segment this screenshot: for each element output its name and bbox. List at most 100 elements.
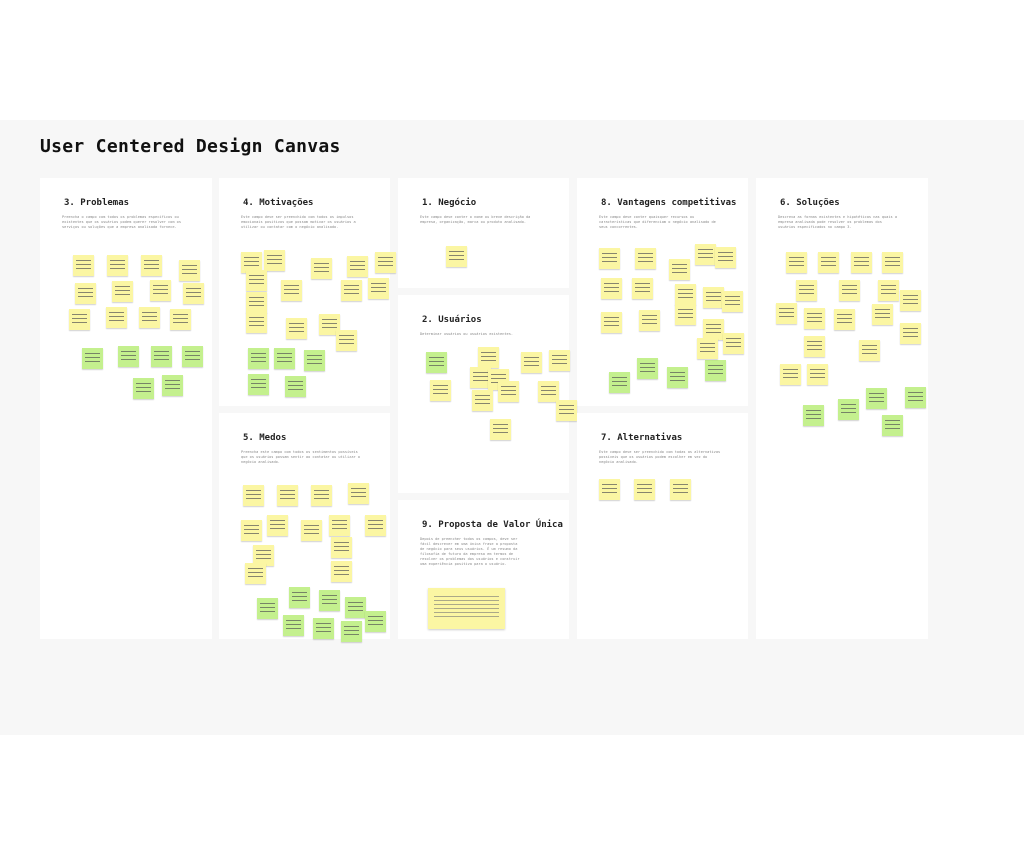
sticky-note-green[interactable] — [285, 376, 306, 397]
sticky-note-yellow[interactable] — [872, 304, 893, 325]
sticky-note-yellow[interactable] — [245, 563, 266, 584]
sticky-note-yellow[interactable] — [341, 280, 362, 301]
panel-usuarios[interactable]: 2. Usuários Determinar usuários ou usuár… — [398, 295, 577, 493]
sticky-note-yellow[interactable] — [796, 280, 817, 301]
sticky-note-green[interactable] — [426, 352, 447, 373]
sticky-note-yellow[interactable] — [675, 284, 696, 305]
sticky-note-green[interactable] — [257, 598, 278, 619]
sticky-note-yellow[interactable] — [703, 319, 724, 340]
sticky-note-yellow[interactable] — [634, 479, 655, 500]
sticky-note-yellow[interactable] — [723, 333, 744, 354]
panel-problemas[interactable]: 3. Problemas Preencha o campo com todos … — [40, 178, 212, 639]
sticky-note-yellow[interactable] — [878, 280, 899, 301]
sticky-note-yellow[interactable] — [834, 309, 855, 330]
sticky-note-yellow[interactable] — [601, 278, 622, 299]
sticky-note-yellow[interactable] — [75, 283, 96, 304]
value-proposition-sticky-note[interactable] — [428, 588, 505, 629]
sticky-note-yellow[interactable] — [336, 330, 357, 351]
sticky-note-yellow[interactable] — [253, 545, 274, 566]
sticky-note-yellow[interactable] — [695, 244, 716, 265]
sticky-note-yellow[interactable] — [839, 280, 860, 301]
sticky-note-yellow[interactable] — [243, 485, 264, 506]
sticky-note-yellow[interactable] — [365, 515, 386, 536]
panel-alternativas[interactable]: 7. Alternativas Este campo deve ser pree… — [577, 413, 748, 639]
sticky-note-yellow[interactable] — [139, 307, 160, 328]
sticky-note-yellow[interactable] — [900, 323, 921, 344]
sticky-note-yellow[interactable] — [267, 515, 288, 536]
sticky-note-yellow[interactable] — [786, 252, 807, 273]
panel-proposta-valor-unica[interactable]: 9. Proposta de Valor Única Depois de pre… — [398, 500, 569, 639]
sticky-note-yellow[interactable] — [470, 367, 491, 388]
sticky-note-yellow[interactable] — [632, 278, 653, 299]
sticky-note-green[interactable] — [341, 621, 362, 642]
sticky-note-yellow[interactable] — [599, 479, 620, 500]
sticky-note-yellow[interactable] — [246, 270, 267, 291]
sticky-note-yellow[interactable] — [807, 364, 828, 385]
sticky-note-green[interactable] — [803, 405, 824, 426]
sticky-note-yellow[interactable] — [639, 310, 660, 331]
sticky-note-green[interactable] — [151, 346, 172, 367]
sticky-note-yellow[interactable] — [311, 258, 332, 279]
sticky-note-green[interactable] — [667, 367, 688, 388]
panel-motivacoes[interactable]: 4. Motivações Este campo deve ser preenc… — [219, 178, 396, 406]
sticky-note-yellow[interactable] — [319, 314, 340, 335]
sticky-note-yellow[interactable] — [241, 252, 262, 273]
sticky-note-yellow[interactable] — [478, 347, 499, 368]
sticky-note-yellow[interactable] — [818, 252, 839, 273]
sticky-note-yellow[interactable] — [859, 340, 880, 361]
sticky-note-yellow[interactable] — [521, 352, 542, 373]
sticky-note-green[interactable] — [304, 350, 325, 371]
panel-vantagens-competitivas[interactable]: 8. Vantagens competitivas Este campo dev… — [577, 178, 748, 406]
sticky-note-green[interactable] — [283, 615, 304, 636]
sticky-note-green[interactable] — [866, 388, 887, 409]
sticky-note-yellow[interactable] — [264, 250, 285, 271]
sticky-note-green[interactable] — [637, 358, 658, 379]
sticky-note-yellow[interactable] — [347, 256, 368, 277]
sticky-note-yellow[interactable] — [331, 537, 352, 558]
sticky-note-yellow[interactable] — [183, 283, 204, 304]
sticky-note-green[interactable] — [882, 415, 903, 436]
sticky-note-yellow[interactable] — [703, 287, 724, 308]
sticky-note-yellow[interactable] — [150, 280, 171, 301]
sticky-note-yellow[interactable] — [601, 312, 622, 333]
sticky-note-yellow[interactable] — [107, 255, 128, 276]
sticky-note-green[interactable] — [118, 346, 139, 367]
sticky-note-green[interactable] — [365, 611, 386, 632]
sticky-note-green[interactable] — [345, 597, 366, 618]
sticky-note-yellow[interactable] — [141, 255, 162, 276]
sticky-note-yellow[interactable] — [670, 479, 691, 500]
sticky-note-green[interactable] — [313, 618, 334, 639]
sticky-note-yellow[interactable] — [73, 255, 94, 276]
sticky-note-green[interactable] — [182, 346, 203, 367]
sticky-note-green[interactable] — [162, 375, 183, 396]
sticky-note-yellow[interactable] — [241, 520, 262, 541]
sticky-note-yellow[interactable] — [804, 336, 825, 357]
sticky-note-green[interactable] — [319, 590, 340, 611]
sticky-note-yellow[interactable] — [851, 252, 872, 273]
sticky-note-yellow[interactable] — [446, 246, 467, 267]
sticky-note-yellow[interactable] — [498, 381, 519, 402]
sticky-note-yellow[interactable] — [69, 309, 90, 330]
sticky-note-yellow[interactable] — [635, 248, 656, 269]
sticky-note-yellow[interactable] — [179, 260, 200, 281]
sticky-note-yellow[interactable] — [780, 364, 801, 385]
sticky-note-green[interactable] — [838, 399, 859, 420]
sticky-note-yellow[interactable] — [301, 520, 322, 541]
sticky-note-green[interactable] — [289, 587, 310, 608]
sticky-note-yellow[interactable] — [112, 281, 133, 302]
panel-medos[interactable]: 5. Medos Preencha este campo com todos o… — [219, 413, 390, 642]
panel-negocio[interactable]: 1. Negócio Este campo deve conter o nome… — [398, 178, 569, 288]
sticky-note-green[interactable] — [609, 372, 630, 393]
sticky-note-yellow[interactable] — [556, 400, 577, 421]
sticky-note-green[interactable] — [133, 378, 154, 399]
sticky-note-yellow[interactable] — [900, 290, 921, 311]
sticky-note-yellow[interactable] — [430, 380, 451, 401]
sticky-note-yellow[interactable] — [331, 561, 352, 582]
sticky-note-green[interactable] — [905, 387, 926, 408]
sticky-note-green[interactable] — [705, 360, 726, 381]
sticky-note-green[interactable] — [274, 348, 295, 369]
sticky-note-yellow[interactable] — [277, 485, 298, 506]
sticky-note-green[interactable] — [248, 374, 269, 395]
sticky-note-yellow[interactable] — [675, 304, 696, 325]
sticky-note-yellow[interactable] — [882, 252, 903, 273]
